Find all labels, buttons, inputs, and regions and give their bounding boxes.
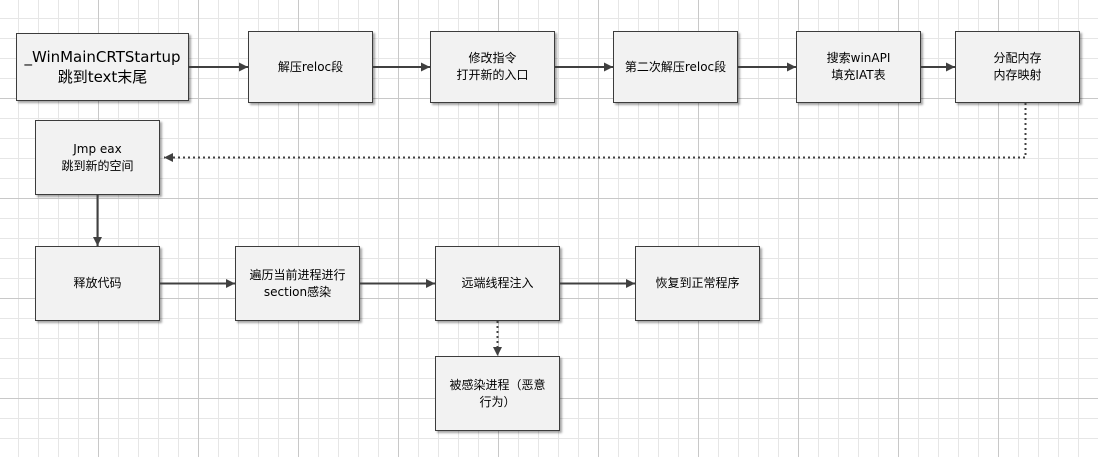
node-restore-program[interactable]: 恢复到正常程序	[635, 246, 760, 321]
node-label: 搜索winAPI	[826, 51, 891, 65]
node-label: 打开新的入口	[456, 68, 529, 82]
node-label: 解压reloc段	[277, 59, 344, 74]
node-label: 修改指令	[468, 51, 517, 65]
node-label: 第二次解压reloc段	[624, 59, 727, 74]
node-label: _WinMainCRTStartup	[24, 48, 181, 66]
node-jmp-eax[interactable]: Jmp eax 跳到新的空间	[35, 120, 160, 195]
node-label: 遍历当前进程进行	[249, 267, 346, 282]
node-iterate-section-infect[interactable]: 遍历当前进程进行 section感染	[235, 246, 360, 321]
node-modify-instruction[interactable]: 修改指令 打开新的入口	[430, 31, 555, 103]
node-label: 跳到新的空间	[61, 158, 134, 173]
node-label: 内存映射	[993, 68, 1042, 82]
node-label: 远端线程注入	[461, 276, 534, 290]
node-alloc-memory[interactable]: 分配内存 内存映射	[955, 31, 1080, 103]
node-label: 跳到text末尾	[57, 68, 148, 86]
node-infected-process[interactable]: 被感染进程（恶意 行为）	[435, 356, 560, 431]
node-label: 填充IAT表	[831, 68, 886, 82]
edge-alloc-to-jmp	[164, 103, 1027, 162]
node-label: 被感染进程（恶意	[449, 377, 546, 392]
node-release-code[interactable]: 释放代码	[35, 246, 160, 321]
node-label: 行为）	[479, 394, 516, 409]
node-remote-thread-inject[interactable]: 远端线程注入	[435, 246, 560, 321]
node-unpack-reloc[interactable]: 解压reloc段	[248, 31, 373, 103]
node-label: 恢复到正常程序	[655, 276, 740, 290]
node-label: 释放代码	[73, 276, 122, 290]
node-label: 分配内存	[993, 51, 1042, 65]
node-label: section感染	[263, 284, 332, 299]
node-label: Jmp eax	[73, 141, 122, 156]
node-search-winapi[interactable]: 搜索winAPI 填充IAT表	[796, 31, 921, 103]
node-unpack-reloc-second[interactable]: 第二次解压reloc段	[613, 31, 738, 103]
node-winmain-startup[interactable]: _WinMainCRTStartup 跳到text末尾	[16, 33, 189, 101]
